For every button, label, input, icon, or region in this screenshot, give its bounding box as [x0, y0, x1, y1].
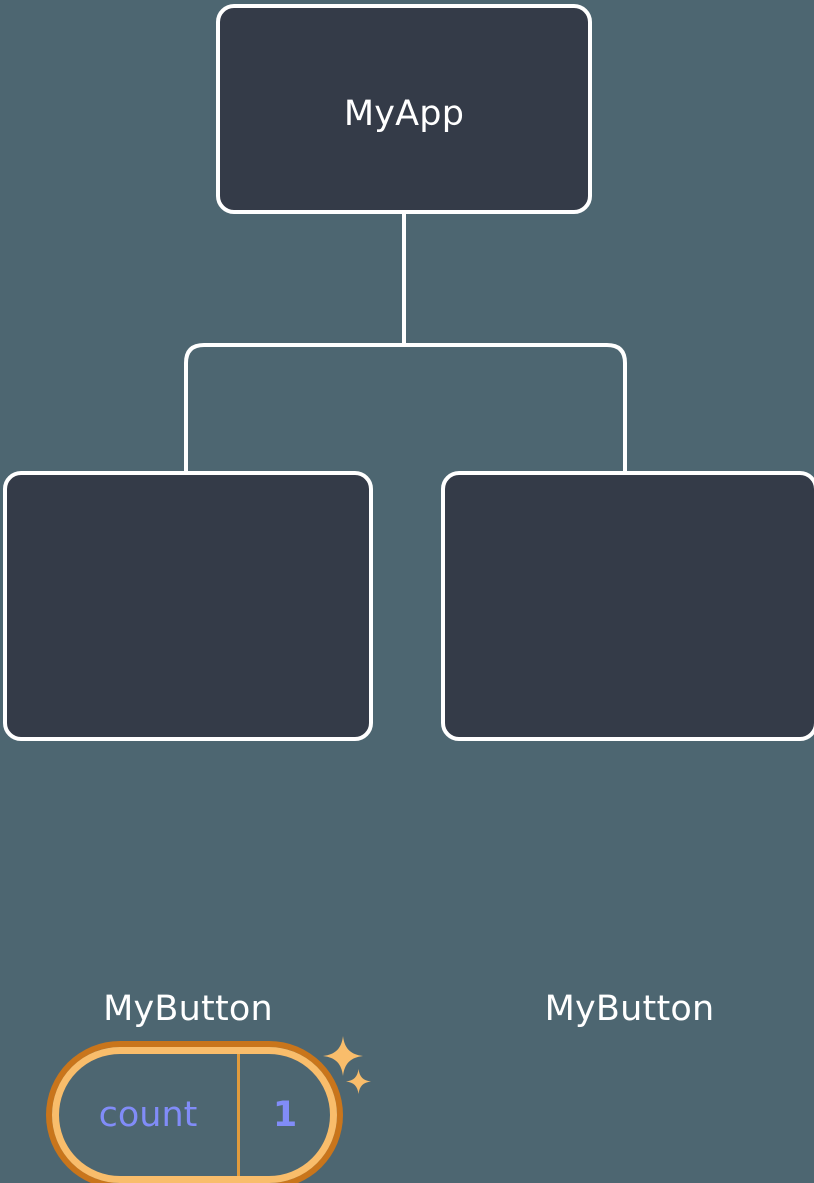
node-mybutton-left-label: MyButton — [103, 989, 273, 1029]
state-value-left: 1 — [272, 1094, 298, 1135]
node-myapp[interactable]: MyApp — [216, 4, 592, 214]
node-myapp-label: MyApp — [343, 94, 465, 134]
connector-branch-bar — [184, 343, 627, 471]
sparkle-small-icon — [346, 1069, 371, 1094]
state-pill-left[interactable]: count 1 — [52, 1047, 337, 1183]
node-mybutton-right-label: MyButton — [544, 989, 715, 1029]
node-mybutton-left[interactable]: MyButton count 1 — [3, 471, 373, 1183]
state-key-left: count — [98, 1094, 198, 1135]
component-tree-diagram: MyApp MyButton count 1 MyButton count 0 — [3, 4, 814, 1183]
connector-lines — [184, 212, 627, 471]
node-mybutton-right[interactable]: MyButton count 0 — [441, 471, 814, 1029]
